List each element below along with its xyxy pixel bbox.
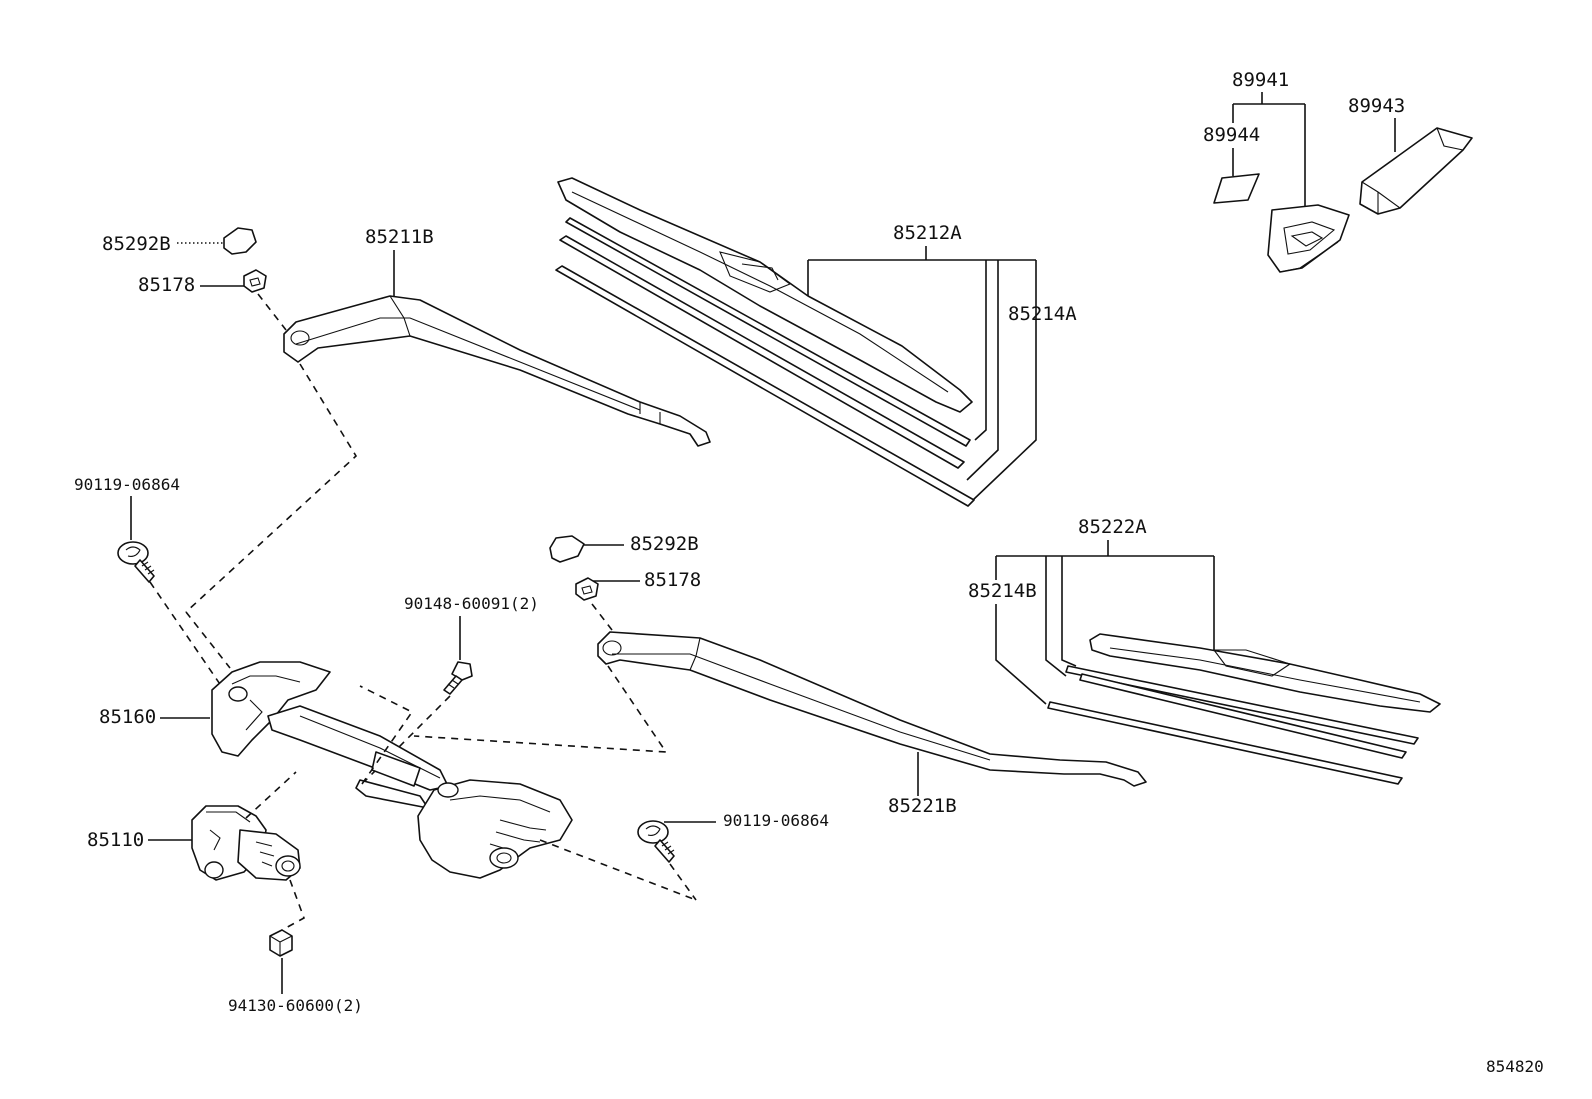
label-85110[interactable]: 85110 (87, 829, 144, 851)
label-85160[interactable]: 85160 (99, 706, 156, 728)
label-85178-mid[interactable]: 85178 (644, 569, 701, 591)
front-blade-passenger: 85222A 85214B (968, 516, 1441, 785)
part-85212A-blade[interactable] (557, 177, 973, 413)
part-85160-linkage[interactable] (211, 661, 573, 879)
label-94130[interactable]: 94130-60600(2) (228, 996, 363, 1015)
label-89944[interactable]: 89944 (1203, 124, 1260, 146)
label-85222A[interactable]: 85222A (1078, 516, 1147, 538)
part-85214B-refill-2[interactable] (1079, 673, 1407, 759)
part-85292B-cap-mid[interactable] (549, 535, 585, 563)
part-85214A-refill-1[interactable] (565, 217, 971, 447)
part-85292B-cap-top[interactable] (223, 227, 257, 255)
label-85211B[interactable]: 85211B (365, 226, 434, 248)
part-94130-nut[interactable] (269, 929, 293, 957)
label-90119-left[interactable]: 90119-06864 (74, 475, 180, 494)
label-90148[interactable]: 90148-60091(2) (404, 594, 539, 613)
driver-arm-group: 85292B 85178 85211B (102, 226, 711, 613)
front-blade-driver: 85212A 85214A (555, 177, 1077, 507)
part-90119-bolt-right[interactable] (637, 820, 675, 863)
part-85178-nut-top[interactable] (243, 269, 267, 293)
part-85214B-refill-1[interactable] (1065, 665, 1419, 745)
part-89944-pad[interactable] (1213, 173, 1260, 204)
label-90119-right[interactable]: 90119-06864 (723, 811, 829, 830)
linkage-bolt-group: 90148-60091(2) (361, 594, 539, 785)
label-85214B[interactable]: 85214B (968, 580, 1037, 602)
part-90119-bolt-left[interactable] (117, 541, 155, 583)
right-bolt-group: 90119-06864 (637, 811, 829, 901)
passenger-arm-group: 85292B 85178 85221B (413, 533, 1147, 817)
label-89943[interactable]: 89943 (1348, 95, 1405, 117)
wiper-cover-group: 89941 89943 89944 (1203, 69, 1473, 273)
figure-number: 854820 (1486, 1057, 1544, 1076)
label-85221B[interactable]: 85221B (888, 795, 957, 817)
part-85214A-refill-2[interactable] (559, 235, 965, 469)
part-85222A-blade[interactable] (1089, 633, 1441, 713)
label-89941[interactable]: 89941 (1232, 69, 1289, 91)
part-85214A-refill-3[interactable] (555, 265, 975, 507)
part-85211B-arm[interactable] (283, 295, 711, 447)
linkage-group: 85160 (99, 661, 697, 901)
label-85292B-mid[interactable]: 85292B (630, 533, 699, 555)
part-89941-cover[interactable] (1267, 204, 1350, 273)
part-85221B-arm[interactable] (597, 631, 1147, 787)
label-85212A[interactable]: 85212A (893, 222, 962, 244)
part-89943-wedge[interactable] (1359, 127, 1473, 215)
part-85110-motor[interactable] (191, 805, 301, 881)
label-85214A[interactable]: 85214A (1008, 303, 1077, 325)
label-85178-top[interactable]: 85178 (138, 274, 195, 296)
part-85178-nut-mid[interactable] (575, 577, 599, 601)
left-bolt-group: 90119-06864 (74, 475, 231, 691)
label-85292B-top[interactable]: 85292B (102, 233, 171, 255)
motor-group: 85110 94130-60600(2) (87, 771, 363, 1015)
part-90148-bolt[interactable] (443, 661, 473, 695)
part-85214B-refill-3[interactable] (1047, 701, 1403, 785)
